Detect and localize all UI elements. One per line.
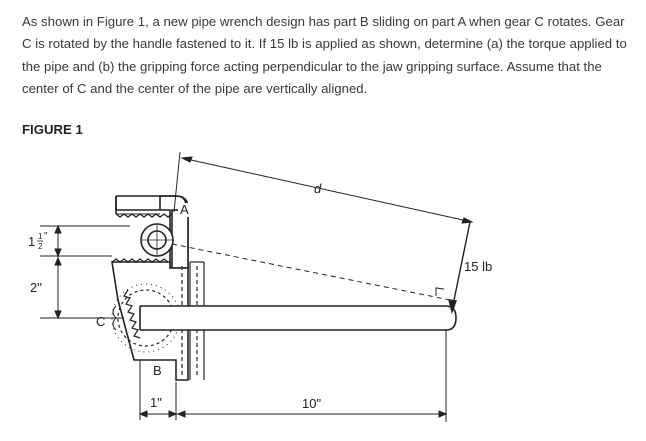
force-arrow <box>435 221 471 315</box>
force-label: 15 lb <box>464 259 492 274</box>
label-1-inch: 1" <box>150 395 162 410</box>
lower-jaw-teeth <box>111 258 169 263</box>
pipe <box>140 223 174 257</box>
label-c: C <box>96 314 105 329</box>
handle <box>139 305 457 331</box>
problem-statement: As shown in Figure 1, a new pipe wrench … <box>22 14 627 97</box>
upper-jaw-teeth <box>115 213 173 218</box>
label-10-inch: 10" <box>302 396 321 411</box>
label-1-1-2-unit: " <box>44 231 48 242</box>
label-1-1-2-num: 1 <box>38 232 43 241</box>
dimension-d <box>173 151 474 224</box>
figure-caption: FIGURE 1 <box>22 122 83 137</box>
label-2-inch: 2" <box>30 280 42 295</box>
label-1-1-2-den: 2 <box>38 242 43 251</box>
label-a: A <box>180 202 189 217</box>
dimension-bottom <box>138 330 448 422</box>
moment-arm-dashed <box>171 243 451 301</box>
label-d: d <box>314 181 322 196</box>
label-1-1-2-whole: 1 <box>28 234 35 249</box>
label-b: B <box>153 363 162 378</box>
label-c-brace <box>112 305 117 331</box>
dimension-left <box>40 224 130 320</box>
